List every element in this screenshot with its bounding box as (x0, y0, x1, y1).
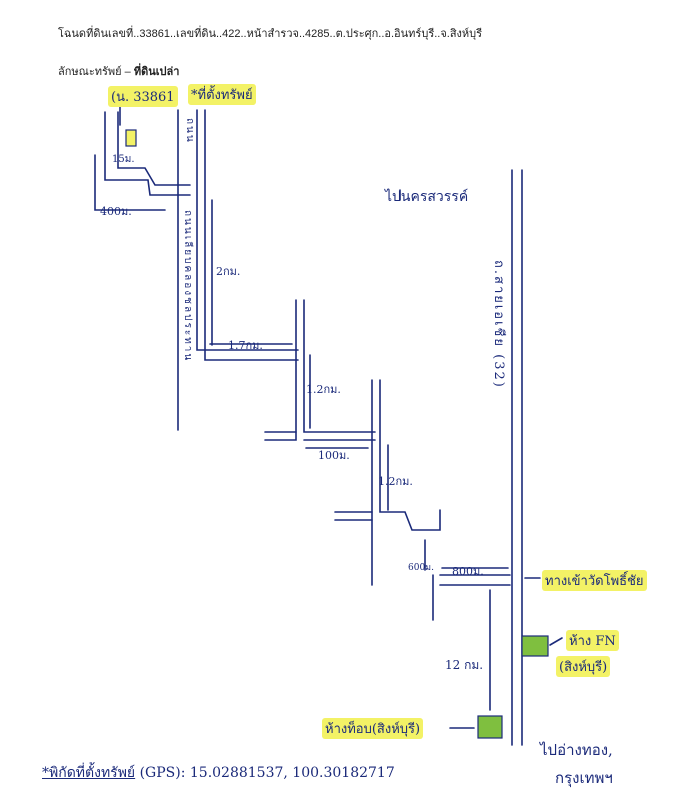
dim-1-7km-label: 1.7กม. (228, 339, 263, 352)
left-road-label: ถนนเลียบคลองชลประทาน (182, 210, 193, 363)
dim-1-2km-b-label: 1.2กม. (378, 475, 413, 488)
dim-1-2km-a-label: 1.2กม. (306, 383, 341, 396)
property-marker (125, 129, 137, 147)
gps-label: *พิกัดที่ตั้งทรัพย์ (42, 765, 136, 781)
dim-12km-label: 12 กม. (445, 658, 484, 672)
property-location-label: *ที่ตั้งทรัพย์ (188, 84, 256, 105)
gps-value: (GPS): 15.02881537, 100.30182717 (139, 765, 395, 781)
road-property-left (104, 111, 191, 196)
asset-type: ที่ดินเปล่า (133, 66, 180, 78)
dim-2km-label: 2กม. (216, 265, 241, 278)
road-property-right (117, 111, 191, 186)
road-lower-b (379, 379, 441, 531)
dim-600m-label: 600ม. (408, 563, 434, 573)
road-mid-a (264, 299, 297, 441)
dim-400m (94, 154, 166, 211)
asset-label: ลักษณะทรัพย์ – (58, 66, 134, 78)
dim-100m-label: 100ม. (318, 449, 350, 462)
asset-line: ลักษณะทรัพย์ – ที่ดินเปล่า (58, 62, 179, 80)
to-nakhon-sawan-label: ไปนครสวรรค์ (385, 189, 469, 205)
road-mid-b (303, 299, 376, 433)
deed-number-label: (น. 33861 (108, 86, 178, 107)
road-left-b (196, 109, 299, 351)
thom-store-marker (477, 715, 503, 739)
top-road-label: ถนน (184, 118, 195, 144)
to-bangkok-label: กรุงเทพฯ (555, 769, 613, 787)
deed-info-line: โฉนดที่ดินเลขที่..33861..เลขที่ดิน..422.… (58, 28, 483, 40)
dim-400m-label: 400ม. (100, 205, 132, 218)
to-angthong-label: ไปอ่างทอง, (540, 741, 613, 759)
dim-800m-label: 800ม. (452, 565, 484, 578)
arrow-fn (549, 637, 563, 646)
fn-store-label: ห้าง FN (566, 630, 619, 651)
fn-store-sub-label: (สิงห์บุรี) (556, 656, 611, 677)
road-left-c (204, 109, 299, 361)
highway-label: ถ.สายเอเชีย (32) (491, 260, 506, 389)
thom-store-label: ห้างท็อบ(สิงห์บุรี) (322, 718, 424, 739)
gps-line: *พิกัดที่ตั้งทรัพย์ (GPS): 15.02881537, … (42, 762, 395, 784)
fn-store-marker (521, 635, 549, 657)
wat-entrance-label: ทางเข้าวัดโพธิ์ชัย (542, 570, 647, 591)
dim-15m-label: 15ม. (112, 154, 135, 165)
